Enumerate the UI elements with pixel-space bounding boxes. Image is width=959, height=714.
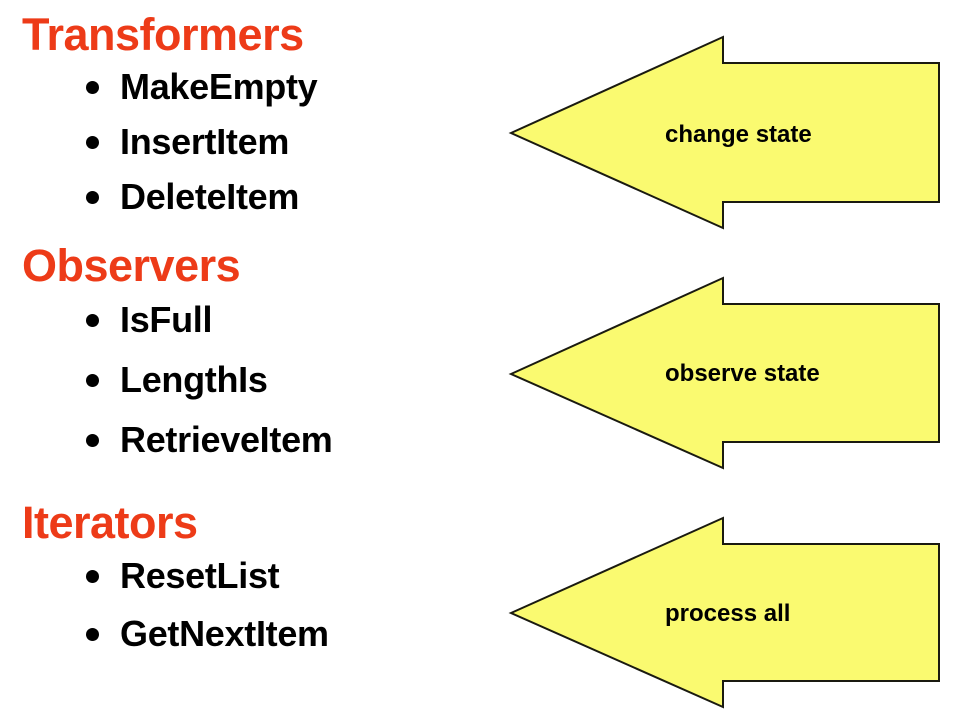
left-arrow-icon: [508, 276, 940, 470]
operation-label: LengthIs: [120, 359, 268, 400]
category-group-observers: Observers IsFull LengthIs RetrieveItem: [0, 243, 500, 470]
bullet-dot-icon: [86, 434, 99, 447]
category-group-iterators: Iterators ResetList GetNextItem: [0, 500, 500, 663]
operation-label: IsFull: [120, 299, 213, 340]
operation-label: MakeEmpty: [120, 66, 318, 107]
left-arrow-icon: [508, 516, 940, 709]
list-item: DeleteItem: [0, 169, 500, 224]
operation-label: DeleteItem: [120, 176, 300, 217]
operation-label: InsertItem: [120, 121, 290, 162]
operation-list-observers: IsFull LengthIs RetrieveItem: [0, 290, 500, 470]
list-item: LengthIs: [0, 350, 500, 410]
operation-categories-list: Transformers MakeEmpty InsertItem Delete…: [0, 12, 500, 663]
operation-label: RetrieveItem: [120, 419, 333, 460]
operation-label: ResetList: [120, 555, 280, 596]
category-heading-iterators: Iterators: [22, 497, 198, 548]
list-item: GetNextItem: [0, 605, 500, 663]
operation-label: GetNextItem: [120, 613, 329, 654]
arrow-callout-observe-state: observe state: [505, 272, 945, 475]
operation-list-iterators: ResetList GetNextItem: [0, 547, 500, 663]
category-group-transformers: Transformers MakeEmpty InsertItem Delete…: [0, 12, 500, 224]
list-item: IsFull: [0, 290, 500, 350]
operation-list-transformers: MakeEmpty InsertItem DeleteItem: [0, 59, 500, 224]
category-heading-observers: Observers: [22, 240, 241, 291]
bullet-dot-icon: [86, 628, 99, 641]
bullet-dot-icon: [86, 374, 99, 387]
list-item: ResetList: [0, 547, 500, 605]
list-item: InsertItem: [0, 114, 500, 169]
bullet-dot-icon: [86, 570, 99, 583]
list-item: RetrieveItem: [0, 410, 500, 470]
bullet-dot-icon: [86, 135, 99, 149]
arrow-label-change-state: change state: [665, 121, 812, 148]
left-arrow-icon: [508, 35, 940, 230]
category-heading-transformers: Transformers: [22, 9, 304, 60]
arrow-label-observe-state: observe state: [665, 360, 820, 387]
arrow-callout-change-state: change state: [505, 30, 945, 235]
bullet-dot-icon: [86, 190, 99, 204]
arrow-callout-process-all: process all: [505, 512, 945, 714]
bullet-dot-icon: [86, 314, 99, 327]
bullet-dot-icon: [86, 80, 99, 94]
arrow-label-process-all: process all: [665, 600, 791, 627]
list-item: MakeEmpty: [0, 59, 500, 114]
